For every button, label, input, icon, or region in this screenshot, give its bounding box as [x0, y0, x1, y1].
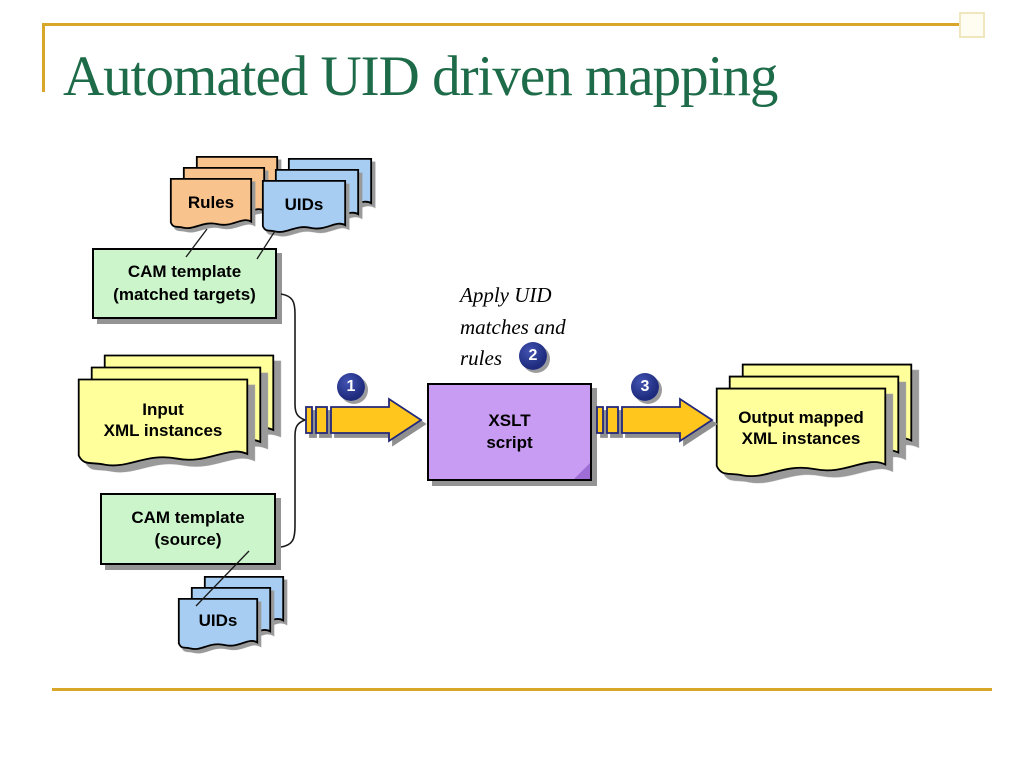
page-title: Automated UID driven mapping: [63, 45, 778, 108]
input-xml-label: Input XML instances: [77, 399, 249, 442]
annotation-line2: matches and: [460, 314, 566, 339]
title-rule-vertical: [42, 23, 45, 92]
cam-matched-label-line2: (matched targets): [113, 284, 256, 304]
folded-corner-icon: [574, 463, 590, 479]
step-1-badge: 1: [337, 373, 365, 401]
input-xml-documents-shape: [75, 352, 283, 480]
xslt-label-line2: script: [486, 433, 533, 452]
uids-top-documents-shape: [260, 156, 380, 244]
output-xml-label-line1: Output mapped: [738, 408, 864, 427]
input-xml-label-line2: XML instances: [103, 421, 223, 441]
title-rule-horizontal: [42, 23, 963, 26]
grouping-brace: [280, 293, 308, 548]
uids-bottom-label: UIDs: [198, 611, 238, 630]
cam-source-label-line2: (source): [154, 530, 222, 549]
rules-label: Rules: [187, 193, 235, 212]
input-xml-label-line1: Input: [142, 400, 184, 419]
output-xml-documents-shape: [713, 361, 921, 491]
cam-matched-label-line1: CAM template: [127, 262, 242, 282]
cam-template-matched-box: CAM template (matched targets): [92, 248, 277, 319]
annotation-line1: Apply UID: [460, 283, 552, 307]
xslt-script-box: XSLT script: [427, 383, 592, 481]
cam-template-source-box: CAM template (source): [100, 493, 276, 565]
annotation-line3: rules: [460, 346, 502, 370]
rules-documents-shape: [168, 154, 286, 240]
output-xml-label-line2: XML instances: [741, 429, 861, 449]
input-arrow: [305, 397, 423, 443]
cam-source-label-line1: CAM template: [131, 507, 245, 527]
step-2-badge: 2: [519, 342, 547, 370]
uids-top-label: UIDs: [284, 195, 324, 214]
output-arrow: [596, 397, 714, 443]
xslt-label-line1: XSLT: [488, 410, 531, 430]
apply-uid-annotation: Apply UID matches and rules: [460, 280, 566, 375]
output-xml-label: Output mapped XML instances: [715, 407, 887, 450]
step-3-badge: 3: [631, 373, 659, 401]
title-rule-end-square: [959, 12, 985, 38]
footer-rule: [52, 688, 992, 691]
